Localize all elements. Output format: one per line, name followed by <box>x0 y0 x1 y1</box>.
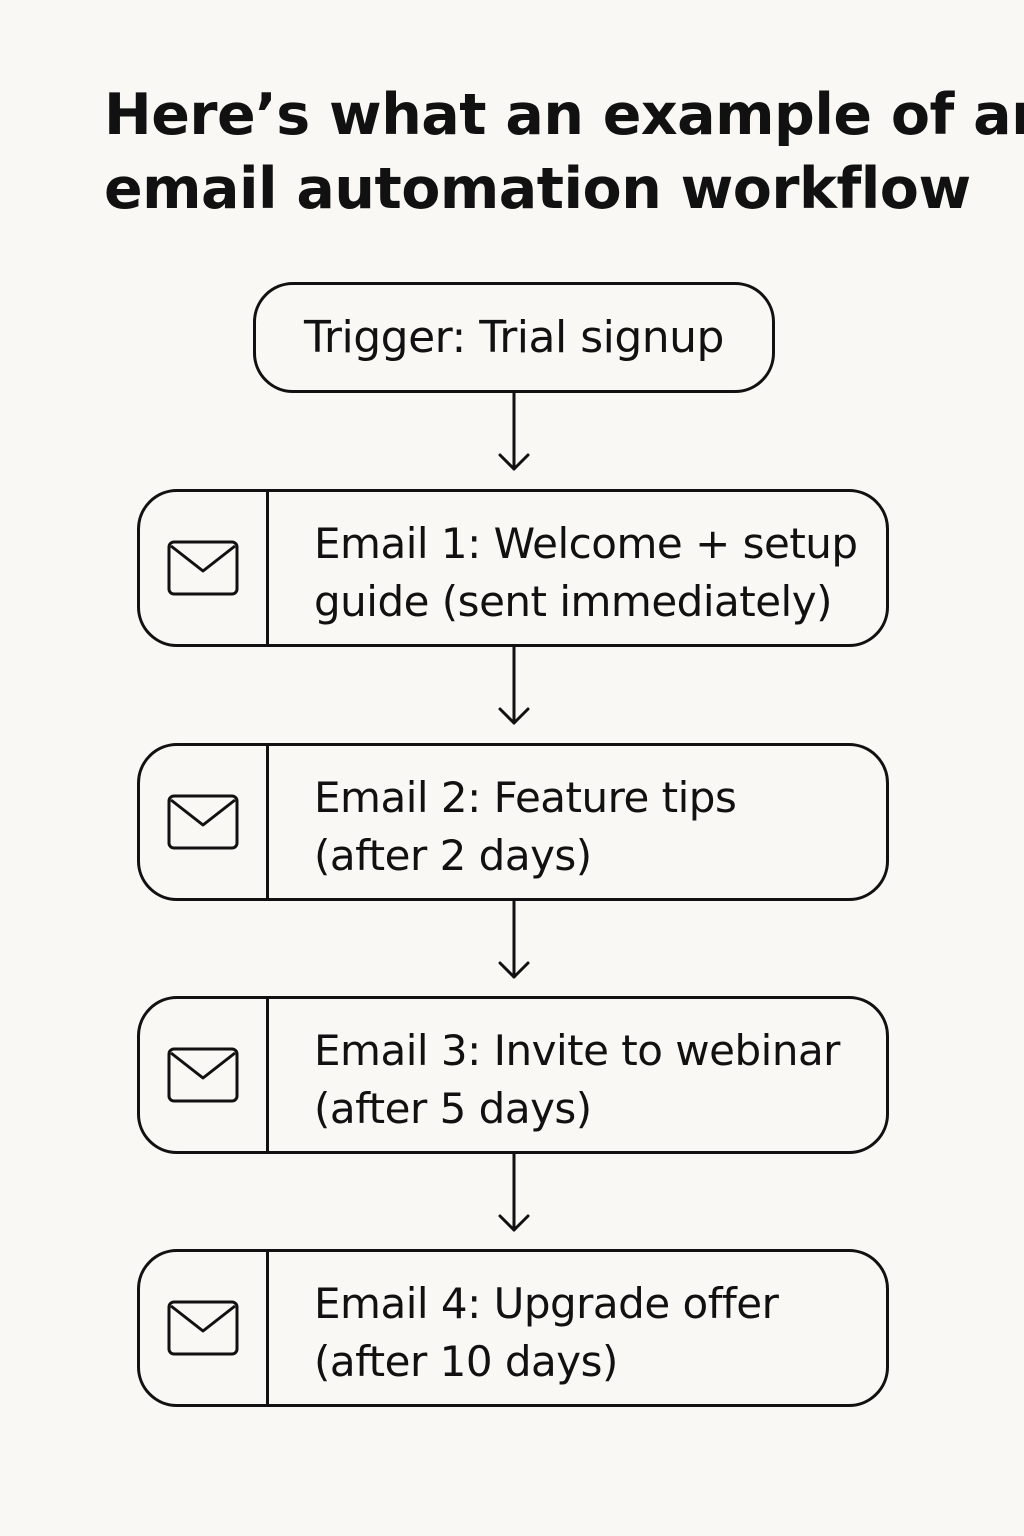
trigger-node: Trigger: Trial signup <box>253 282 775 393</box>
envelope-icon <box>167 540 239 596</box>
email-step-line-2: (after 2 days) <box>314 831 592 880</box>
envelope-icon <box>167 794 239 850</box>
trigger-label: Trigger: Trial signup <box>304 312 724 363</box>
email-step-line-2: (after 10 days) <box>314 1337 618 1386</box>
email-step-line-2: (after 5 days) <box>314 1084 592 1133</box>
email-step-line-1: Email 3: Invite to webinar <box>314 1026 840 1075</box>
envelope-icon <box>167 1300 239 1356</box>
envelope-icon <box>167 1047 239 1103</box>
email-icon-cell <box>140 492 269 644</box>
arrow-down-icon <box>498 899 530 979</box>
title-line-1: Here’s what an example of an <box>104 82 1024 148</box>
arrow-down-icon <box>498 645 530 725</box>
email-icon-cell <box>140 1252 269 1404</box>
email-step-line-1: Email 1: Welcome + setup <box>314 519 858 568</box>
email-step-label: Email 2: Feature tips (after 2 days) <box>314 769 884 885</box>
email-step-2: Email 2: Feature tips (after 2 days) <box>137 743 889 901</box>
email-step-1: Email 1: Welcome + setup guide (sent imm… <box>137 489 889 647</box>
email-step-label: Email 4: Upgrade offer (after 10 days) <box>314 1275 884 1391</box>
arrow-down-icon <box>498 1152 530 1232</box>
email-step-label: Email 1: Welcome + setup guide (sent imm… <box>314 515 884 631</box>
email-step-label: Email 3: Invite to webinar (after 5 days… <box>314 1022 884 1138</box>
email-step-3: Email 3: Invite to webinar (after 5 days… <box>137 996 889 1154</box>
arrow-down-icon <box>498 391 530 471</box>
email-icon-cell <box>140 999 269 1151</box>
title-line-2: email automation workflow <box>104 156 971 222</box>
email-step-line-1: Email 4: Upgrade offer <box>314 1279 779 1328</box>
email-step-line-1: Email 2: Feature tips <box>314 773 737 822</box>
diagram-title: Here’s what an example of an email autom… <box>104 78 1024 226</box>
email-step-line-2: guide (sent immediately) <box>314 577 832 626</box>
email-step-4: Email 4: Upgrade offer (after 10 days) <box>137 1249 889 1407</box>
email-icon-cell <box>140 746 269 898</box>
